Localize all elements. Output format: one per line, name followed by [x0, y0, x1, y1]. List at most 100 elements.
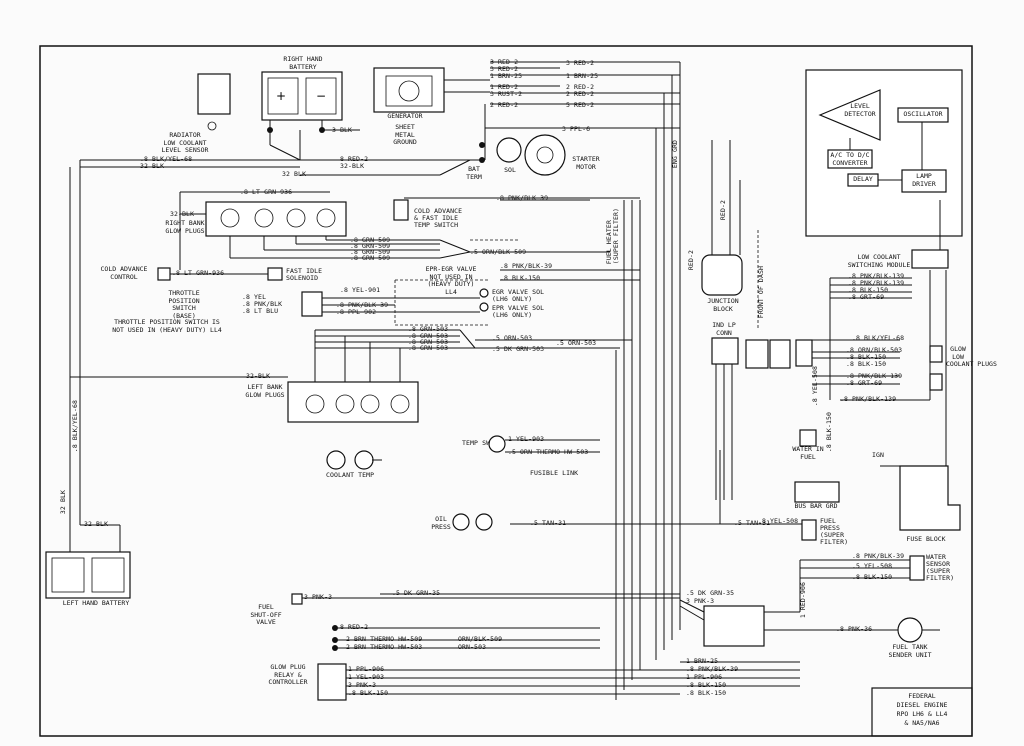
wire-label: 2 RED-2: [566, 90, 595, 98]
svg-text:+: +: [276, 89, 286, 103]
wire-label: 5 RED-2: [566, 101, 595, 109]
starter-motor-label: STARTER MOTOR: [572, 155, 600, 171]
wire-label: 1 RED-906: [799, 582, 807, 619]
lh-battery-label: LEFT HAND BATTERY: [62, 599, 130, 607]
wire-label: .8 PNK-36: [836, 625, 873, 633]
glow-low-coolant-plugs-label: GLOW LOW COOLANT PLUGS: [946, 345, 997, 368]
wire-label: .8 LT GRN-936: [172, 269, 225, 277]
wire-label: 3 RUST-2: [490, 90, 523, 98]
wire-label: .8 YEL: [242, 293, 267, 301]
wire-label: 2 RED-2: [490, 101, 519, 109]
wire-label: .8 BLK-150: [848, 286, 889, 294]
fuel-tank-label: FUEL TANK SENDER UNIT: [888, 643, 932, 659]
coolant-temp-label: COOLANT TEMP: [326, 471, 375, 479]
wire-label: .8 YEL-901: [340, 286, 381, 294]
wire-label: .5 ORN THERMO HW-503: [508, 448, 589, 456]
wire-label: 2 BRN THERMO HW-503: [346, 643, 423, 651]
wire-label: 3 RED-2: [566, 59, 595, 67]
wire-label: 3 PNK-3: [686, 597, 715, 605]
wire-label: .8 BLK-150: [500, 274, 541, 282]
title-line-4: & NA5/NA6: [904, 719, 940, 727]
wire-label: 3 PPL-6: [562, 125, 591, 133]
wire-label: 3 PNK-3: [304, 593, 333, 601]
radiator-sensor-label: RADIATOR LOW COOLANT LEVEL SENSOR: [161, 131, 209, 154]
rb-glow-plugs-label: RIGHT BANK GLOW PLUGS: [165, 219, 205, 235]
fusible-link-label: FUSIBLE LINK: [530, 469, 579, 477]
wire-label: .8 GRN-503: [408, 344, 449, 352]
rh-battery-label: RIGHT HAND BATTERY: [283, 55, 323, 71]
title-line-1: FEDERAL: [908, 692, 936, 700]
oscillator-label: OSCILLATOR: [903, 110, 943, 118]
wire-label: .8 LT BLU: [242, 307, 279, 315]
wire-label: .8 ORN/BLK-503: [846, 346, 903, 354]
junction-block-label: JUNCTION BLOCK: [707, 297, 739, 313]
cold-advance-control-label: COLD ADVANCE CONTROL: [100, 265, 148, 281]
rh-battery-box: [261, 71, 343, 121]
wire-label: .5 ORN/BLK-509: [470, 248, 527, 256]
epr-sol-label: EPR VALVE SOL (LH6 ONLY): [492, 304, 545, 319]
oil-press-label: OIL PRESS: [431, 515, 451, 531]
wire-label: .8 GRN-503: [408, 332, 449, 340]
bus-bar-grd-label: BUS BAR GRD: [794, 502, 838, 510]
glow-relay-label: GLOW PLUG RELAY & CONTROLLER: [268, 663, 308, 686]
wire-label: .8 BLK-150: [852, 573, 893, 581]
wire-label: .8 GRT-69: [846, 379, 883, 387]
water-sensor-label: WATER SENSOR (SUPER FILTER): [926, 553, 955, 582]
wire-label: .5 YEL-508: [852, 562, 893, 570]
wire-label: .8 PNK/BLK-139: [846, 372, 903, 380]
wire-label: .8 GRN-509: [350, 248, 391, 256]
fuse-block-label: FUSE BLOCK: [906, 535, 946, 543]
wire-label: 2 BRN THERMO HW-509: [346, 635, 423, 643]
low-coolant-module-label: LOW COOLANT SWITCHING MODULE: [847, 253, 911, 269]
wire-label: 1 YEL-903: [348, 673, 385, 681]
wire-label: 32 BLK: [282, 170, 307, 178]
wire-label: 32 BLK: [140, 162, 165, 170]
wire-label: .8 BLK-150: [686, 681, 727, 689]
front-of-dash-label: FRONT OF DASH: [757, 266, 765, 319]
wire-label: 8 RED-2: [340, 155, 369, 163]
wire-label: .8 GRT-69: [848, 293, 885, 301]
wire-label: .5 ORN-503: [492, 334, 533, 342]
wire-label: .8 PNK/BLK-139: [848, 272, 905, 280]
sheet-metal-ground-label: SHEET METAL GROUND: [393, 123, 417, 146]
lb-glow-plugs-label: LEFT BANK GLOW PLUGS: [245, 383, 285, 399]
wire-label: .8 BLK-150: [846, 353, 887, 361]
wire-label: RED-2: [719, 200, 727, 221]
wire-label: .8 BLK-150: [825, 412, 833, 453]
wire-label: 3 PNK-3: [348, 681, 377, 689]
wire-label: .8 PNK/BLK-139: [848, 279, 905, 287]
wire-label: 2 RED-2: [566, 83, 595, 91]
delay-label: DELAY: [853, 175, 873, 183]
wire-label: 1 BRN-25: [490, 72, 523, 80]
water-in-fuel-label: WATER IN FUEL: [792, 445, 824, 461]
wire-label: 32-BLK: [170, 210, 195, 218]
wire-label: .5 DK GRN-35: [392, 589, 441, 597]
wire-label: ORN-503: [458, 643, 487, 651]
wire-label: .5 DK GRN-503: [492, 345, 545, 353]
throttle-note-label: THROTTLE POSITION SWITCH IS NOT USED IN …: [112, 318, 222, 334]
fuel-heater-label: FUEL HEATER (SUPER FILTER): [605, 208, 620, 265]
wire-label: 1 BRN-25: [566, 72, 599, 80]
wire-label: 32 BLK: [84, 520, 109, 528]
wire-label: 3 RED-2: [490, 58, 519, 66]
wire-label: 32 BLK: [59, 490, 67, 515]
wire-label: .8 PPL-902: [336, 308, 377, 316]
wire-label: 32-BLK: [340, 162, 365, 170]
wire-label: 1 PPL-906: [686, 673, 723, 681]
wire-label: .8 GRN-509: [350, 254, 391, 262]
lamp-driver-label: LAMP DRIVER: [912, 172, 936, 188]
ind-lp-conn-label: IND LP CONN: [712, 321, 736, 337]
wire-label: 1 BRN-25: [686, 657, 719, 665]
wire-label: .8 PNK/BLK: [242, 300, 283, 308]
wire-label: 3 RED-2: [490, 65, 519, 73]
wire-label: .8 YEL-508: [811, 366, 819, 407]
wire-label: .5 TAN-31: [734, 519, 771, 527]
title-line-2: DIESEL ENGINE: [896, 701, 948, 709]
wire-label: .8 PNK/BLK-39: [500, 262, 553, 270]
wire-label: 1 RED-2: [490, 83, 519, 91]
fuel-press-label: FUEL PRESS (SUPER FILTER): [820, 517, 849, 546]
wire-label: .8 PNK/BLK-39: [852, 552, 905, 560]
epr-egr-label: EPR-EGR VALVE NOT USED IN (HEAVY DUTY) L…: [425, 265, 477, 296]
wire-label: RED-2: [687, 250, 695, 271]
